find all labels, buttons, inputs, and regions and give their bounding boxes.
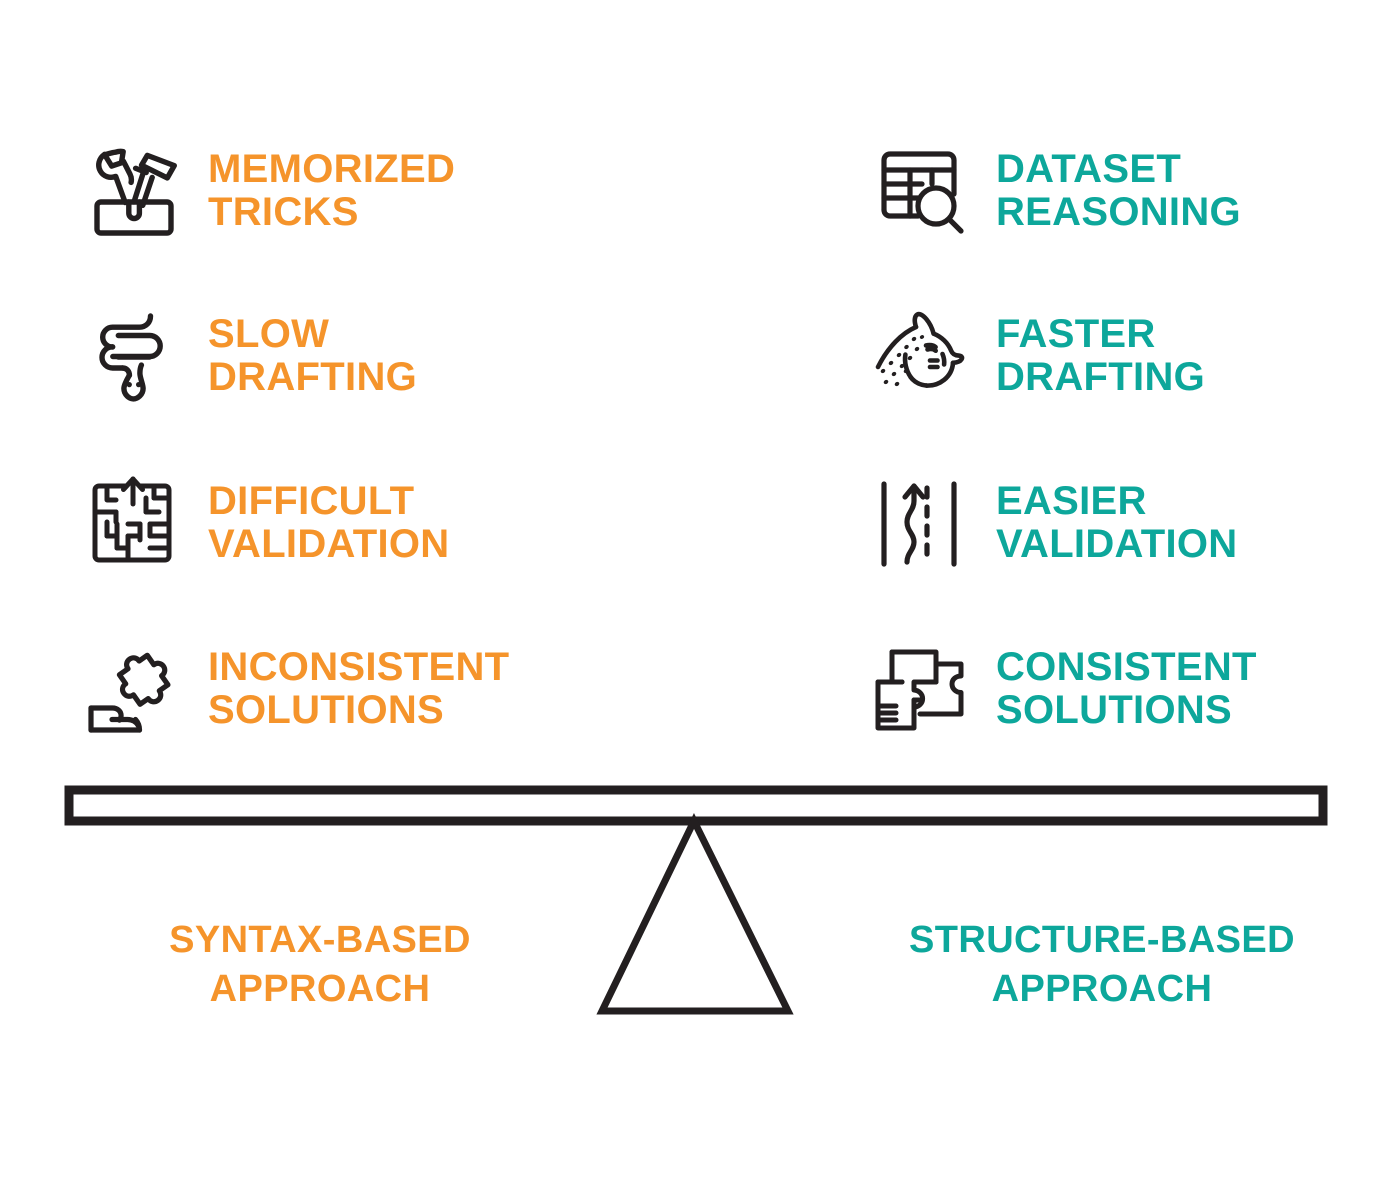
feature-row-inconsistent-solutions: INCONSISTENT SOLUTIONS (82, 638, 509, 742)
seesaw-plank (64, 785, 1328, 826)
feature-row-slow-drafting: SLOW DRAFTING (82, 305, 417, 409)
cheetah-head-icon (870, 305, 974, 409)
toolbox-wrench-hammer-icon (82, 140, 186, 244)
right-approach-caption: STRUCTURE-BASED APPROACH (909, 919, 1295, 1010)
feature-label: EASIER VALIDATION (996, 479, 1238, 566)
feature-row-dataset-reasoning: DATASET REASONING (870, 140, 1241, 244)
feature-label: FASTER DRAFTING (996, 312, 1206, 399)
mismatched-puzzle-pieces-icon (82, 638, 186, 742)
feature-row-memorized-tricks: MEMORIZED TRICKS (82, 140, 455, 244)
interlocking-puzzle-pieces-icon (870, 638, 974, 742)
left-approach-caption: SYNTAX-BASED APPROACH (169, 919, 471, 1010)
feature-row-faster-drafting: FASTER DRAFTING (870, 305, 1205, 409)
feature-label: DATASET REASONING (996, 147, 1241, 234)
feature-row-easier-validation: EASIER VALIDATION (870, 472, 1238, 576)
feature-label: CONSISTENT SOLUTIONS (996, 645, 1257, 732)
snake-icon (82, 305, 186, 409)
feature-label: SLOW DRAFTING (208, 312, 418, 399)
road-arrow-icon (870, 472, 974, 576)
feature-row-consistent-solutions: CONSISTENT SOLUTIONS (870, 638, 1257, 742)
feature-row-difficult-validation: DIFFICULT VALIDATION (82, 472, 450, 576)
feature-label: INCONSISTENT SOLUTIONS (208, 645, 510, 732)
maze-icon (82, 472, 186, 576)
feature-label: MEMORIZED TRICKS (208, 147, 456, 234)
table-search-icon (870, 140, 974, 244)
seesaw-fulcrum-triangle (596, 813, 794, 1015)
seesaw-balance (0, 770, 1392, 1030)
feature-label: DIFFICULT VALIDATION (208, 479, 450, 566)
